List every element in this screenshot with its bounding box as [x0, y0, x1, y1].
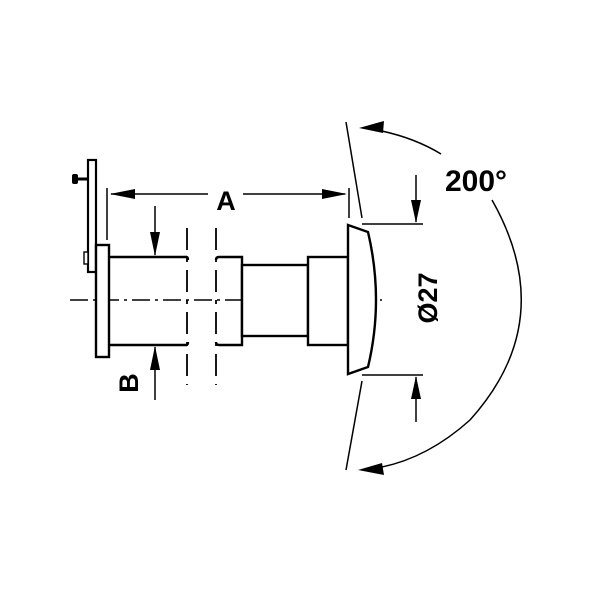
dimension-diameter: [362, 175, 423, 422]
eyepiece-flange: [94, 243, 111, 359]
label-diameter: Ø27: [413, 272, 443, 323]
viewing-angle-lines: [345, 121, 523, 475]
dimension-a: [106, 188, 350, 240]
lens-body: [214, 255, 350, 347]
label-viewing-angle: 200°: [445, 165, 507, 198]
cover-plate: [72, 158, 98, 274]
lens-head: [346, 223, 378, 376]
dimension-b: [150, 206, 160, 400]
break-lines: [186, 228, 217, 385]
label-b: B: [114, 373, 144, 393]
label-a: A: [216, 186, 236, 216]
eyepiece-tube: [109, 255, 190, 347]
